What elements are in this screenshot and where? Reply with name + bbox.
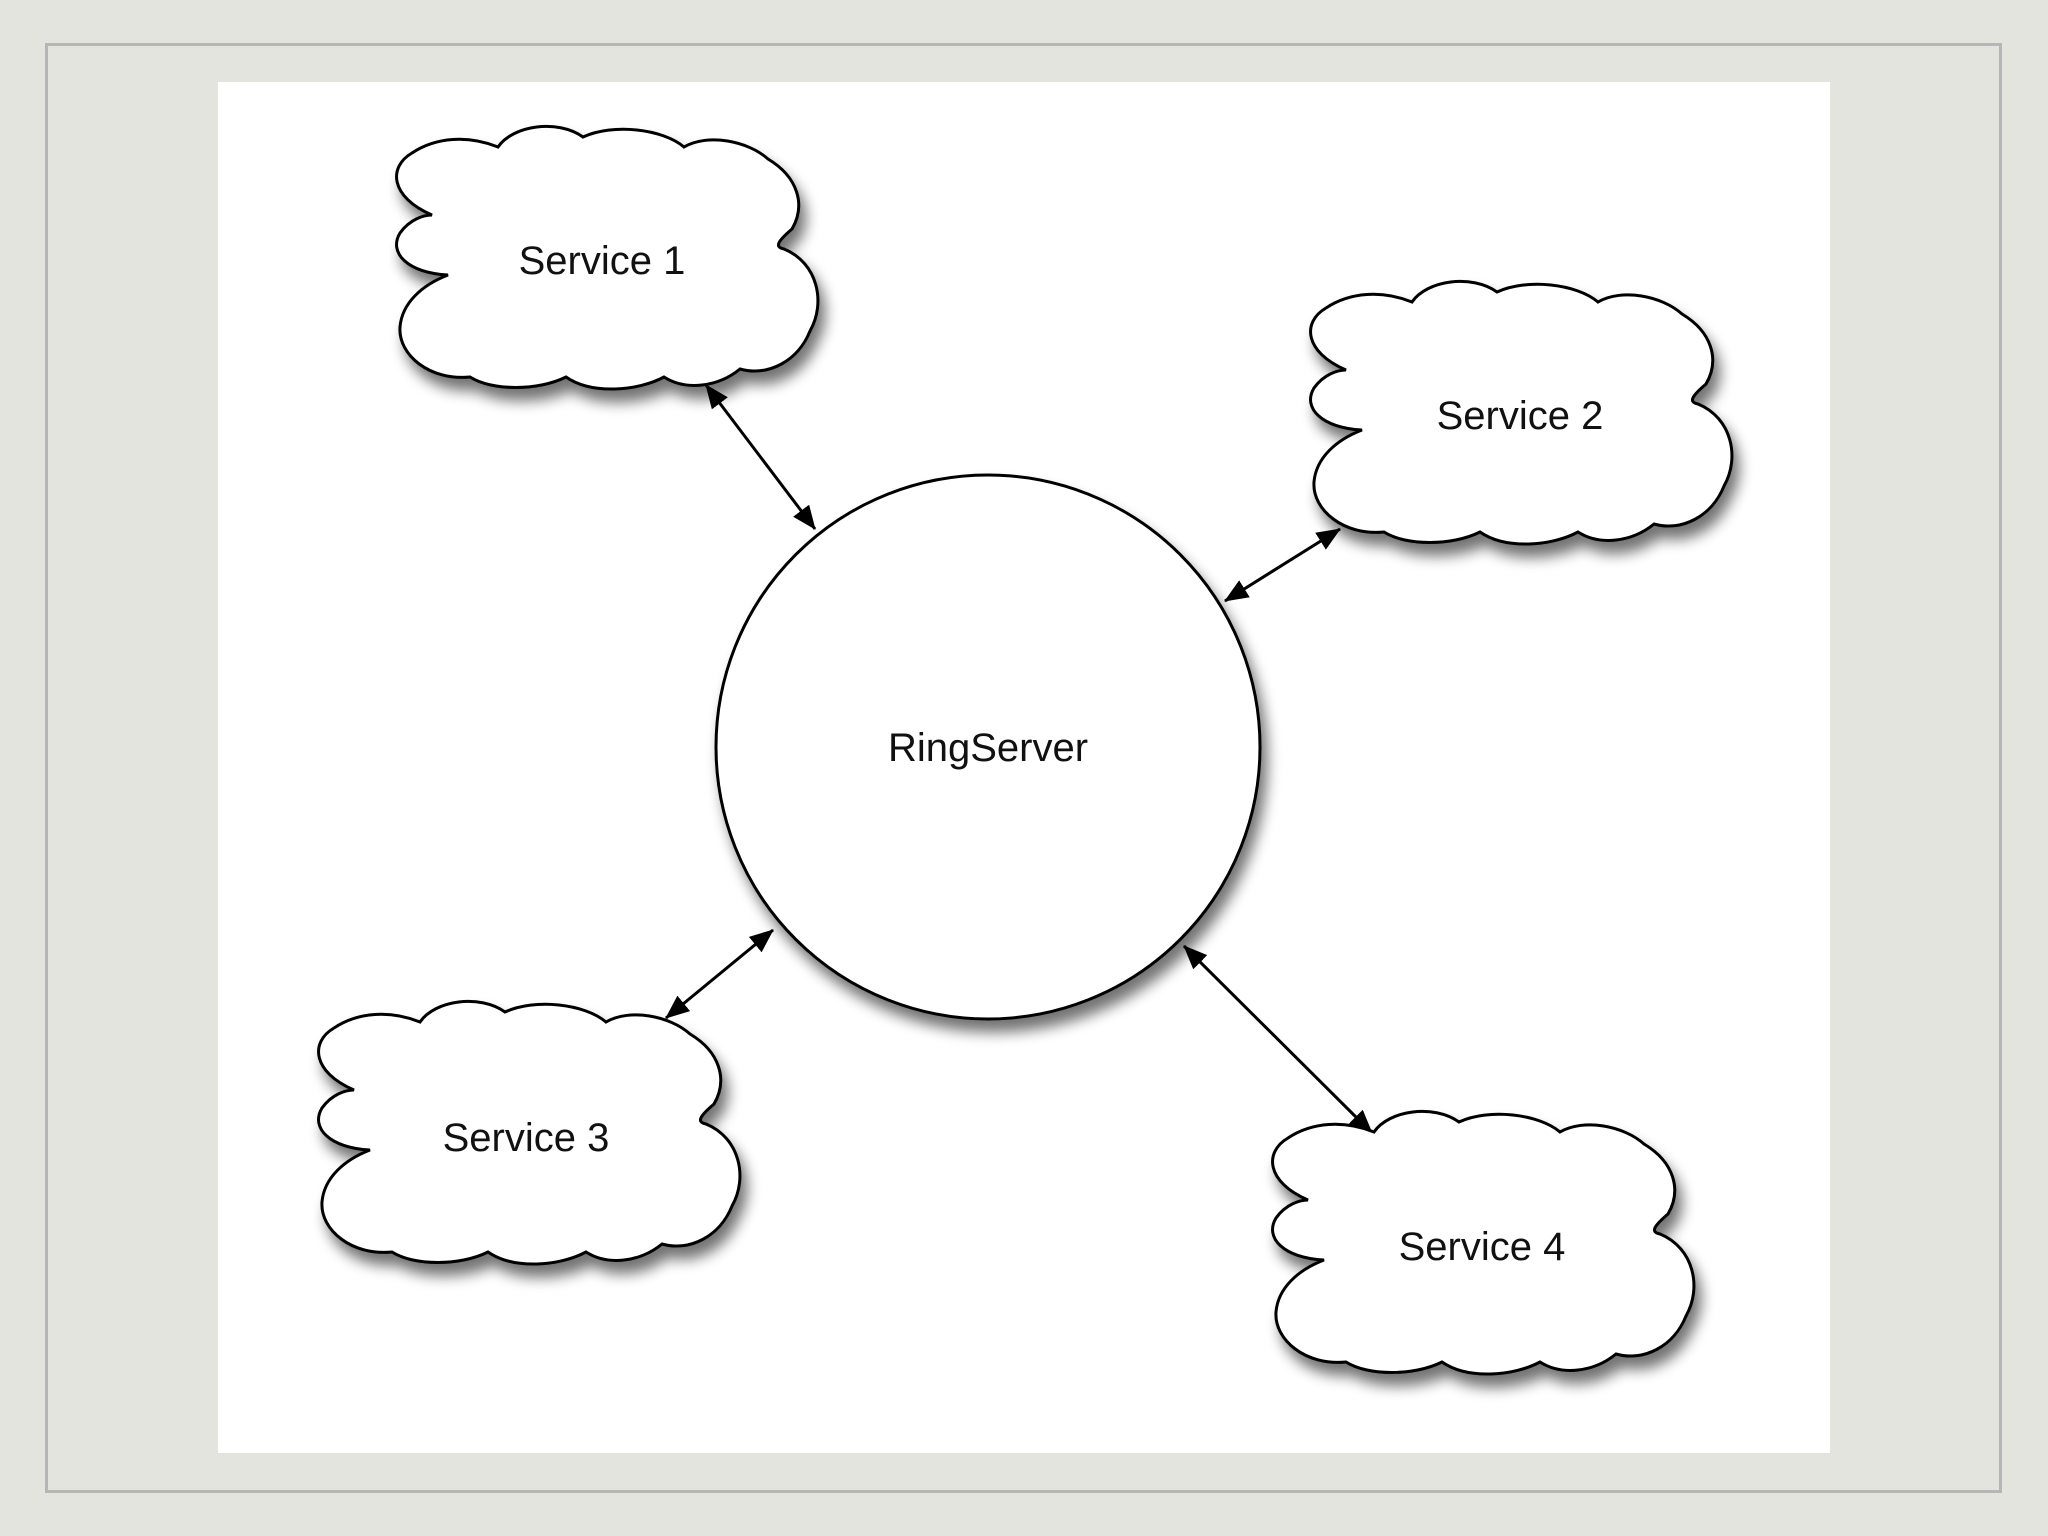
- service-3-cloud: [317, 999, 742, 1266]
- ringserver-node: RingServer: [714, 473, 1262, 1021]
- service-1-node: Service 1: [395, 124, 820, 391]
- service-2-label: Service 2: [1437, 394, 1604, 438]
- service-4-node: Service 4: [1271, 1109, 1696, 1376]
- connector-service-2: [1224, 527, 1341, 603]
- connectors: [665, 384, 1374, 1135]
- ringserver-label: RingServer: [888, 726, 1088, 770]
- slide-frame: [45, 43, 2002, 1493]
- connector-service-1: [704, 384, 817, 530]
- service-3-node: Service 3: [317, 999, 742, 1266]
- service-4-cloud: [1271, 1109, 1696, 1376]
- service-3-label: Service 3: [443, 1116, 610, 1160]
- connector-service-3: [665, 928, 774, 1020]
- service-1-cloud: [395, 124, 820, 391]
- connector-service-4: [1182, 944, 1374, 1135]
- service-4-label: Service 4: [1399, 1225, 1566, 1269]
- service-2-cloud: [1309, 279, 1734, 546]
- service-2-node: Service 2: [1309, 279, 1734, 546]
- ringserver-circle: [714, 473, 1262, 1021]
- service-1-label: Service 1: [519, 239, 686, 283]
